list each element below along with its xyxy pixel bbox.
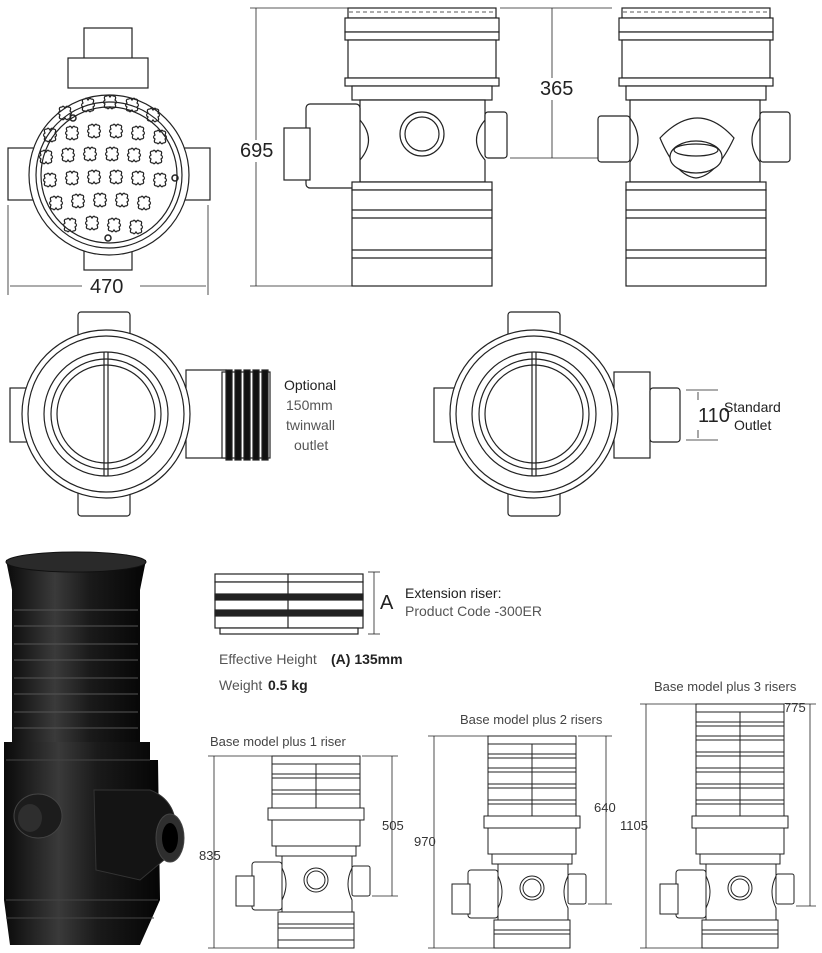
label-optional: Optional [284,377,336,393]
product-photo [4,551,185,945]
weight-label: Weight [219,677,262,693]
model-plus2 [428,735,612,949]
dim-695-bg [240,140,276,162]
dim-a: A [380,592,394,614]
model-plus1 [208,755,398,949]
dim-1105: 1105 [620,818,648,833]
dim-110: 110 [698,405,730,427]
label-standard: Standard [724,399,781,415]
label-outlet: outlet [294,437,328,453]
dim-835: 835 [199,848,221,863]
effective-height-value: (A) 135mm [331,651,403,667]
dim-365: 365 [540,78,573,100]
riser-title: Extension riser: [405,585,501,601]
effective-height-label: Effective Height [219,651,317,667]
plan-view-standard [433,311,718,517]
twinwall-outlet [221,369,271,461]
dim-470: 470 [90,276,123,298]
dim-365-bg [538,78,578,100]
label-standard-outlet: Outlet [734,417,771,433]
caption-plus2: Base model plus 2 risers [460,712,603,727]
label-150mm: 150mm [286,397,333,413]
caption-plus1: Base model plus 1 riser [210,734,347,749]
riser-product-code: Product Code -300ER [405,603,542,619]
weight-value: 0.5 kg [268,677,308,693]
side-view-front [250,7,612,287]
extension-riser [214,571,380,635]
dim-695: 695 [240,140,273,162]
label-twinwall: twinwall [286,417,335,433]
model-plus3 [640,703,816,949]
plan-view-twinwall [9,311,271,517]
dim-505: 505 [382,818,404,833]
dim-775: 775 [784,700,806,715]
caption-plus3: Base model plus 3 risers [654,679,797,694]
dim-970: 970 [414,834,436,849]
dim-640: 640 [594,800,616,815]
side-view-section [597,7,791,287]
top-view [7,27,211,295]
